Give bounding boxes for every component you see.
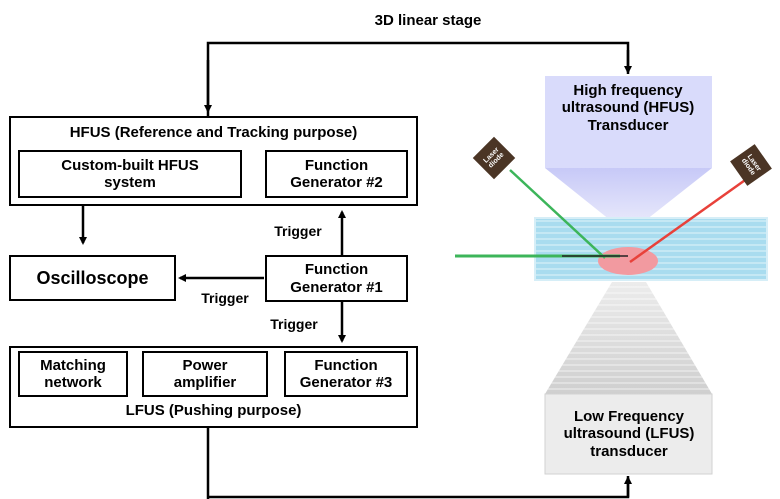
lfus-transducer-body	[544, 393, 713, 475]
stage-title: 3D linear stage	[374, 12, 482, 29]
trigger-label-osc: Trigger	[201, 290, 249, 306]
hfus-group-title: HFUS (Reference and Tracking purpose)	[69, 124, 358, 141]
red-laser-beam	[629, 176, 749, 264]
matching-network-box: Matching network	[18, 351, 128, 397]
lfus-group-title: LFUS (Pushing purpose)	[125, 402, 302, 419]
trigger-label-fg2: Trigger	[274, 223, 322, 239]
power-amplifier-label: Power amplifier	[173, 356, 237, 391]
oscilloscope-label: Oscilloscope	[36, 267, 149, 288]
function-generator-2-label: Function Generator #2	[290, 156, 383, 191]
hfus-beam	[545, 168, 712, 220]
green-laser-beam	[509, 169, 606, 259]
custom-hfus-system-box: Custom-built HFUS system	[18, 150, 242, 198]
function-generator-3-label: Function Generator #3	[299, 356, 393, 391]
hfus-transducer-label: High frequency ultrasound (HFUS) Transdu…	[561, 82, 695, 134]
matching-network-label: Matching network	[40, 356, 106, 391]
function-generator-3-box: Function Generator #3	[284, 351, 408, 397]
power-amplifier-box: Power amplifier	[142, 351, 268, 397]
function-generator-1-box: Function Generator #1	[265, 255, 408, 302]
custom-hfus-system-label: Custom-built HFUS system	[61, 156, 199, 191]
trigger-label-fg3: Trigger	[270, 316, 318, 332]
lfus-transducer-label: Low Frequency ultrasound (LFUS) transduc…	[563, 408, 695, 460]
focal-spot	[598, 247, 658, 275]
function-generator-2-box: Function Generator #2	[265, 150, 408, 198]
oscilloscope-box: Oscilloscope	[9, 255, 176, 301]
hfus-transducer-body	[545, 76, 712, 168]
function-generator-1-label: Function Generator #1	[290, 261, 383, 296]
